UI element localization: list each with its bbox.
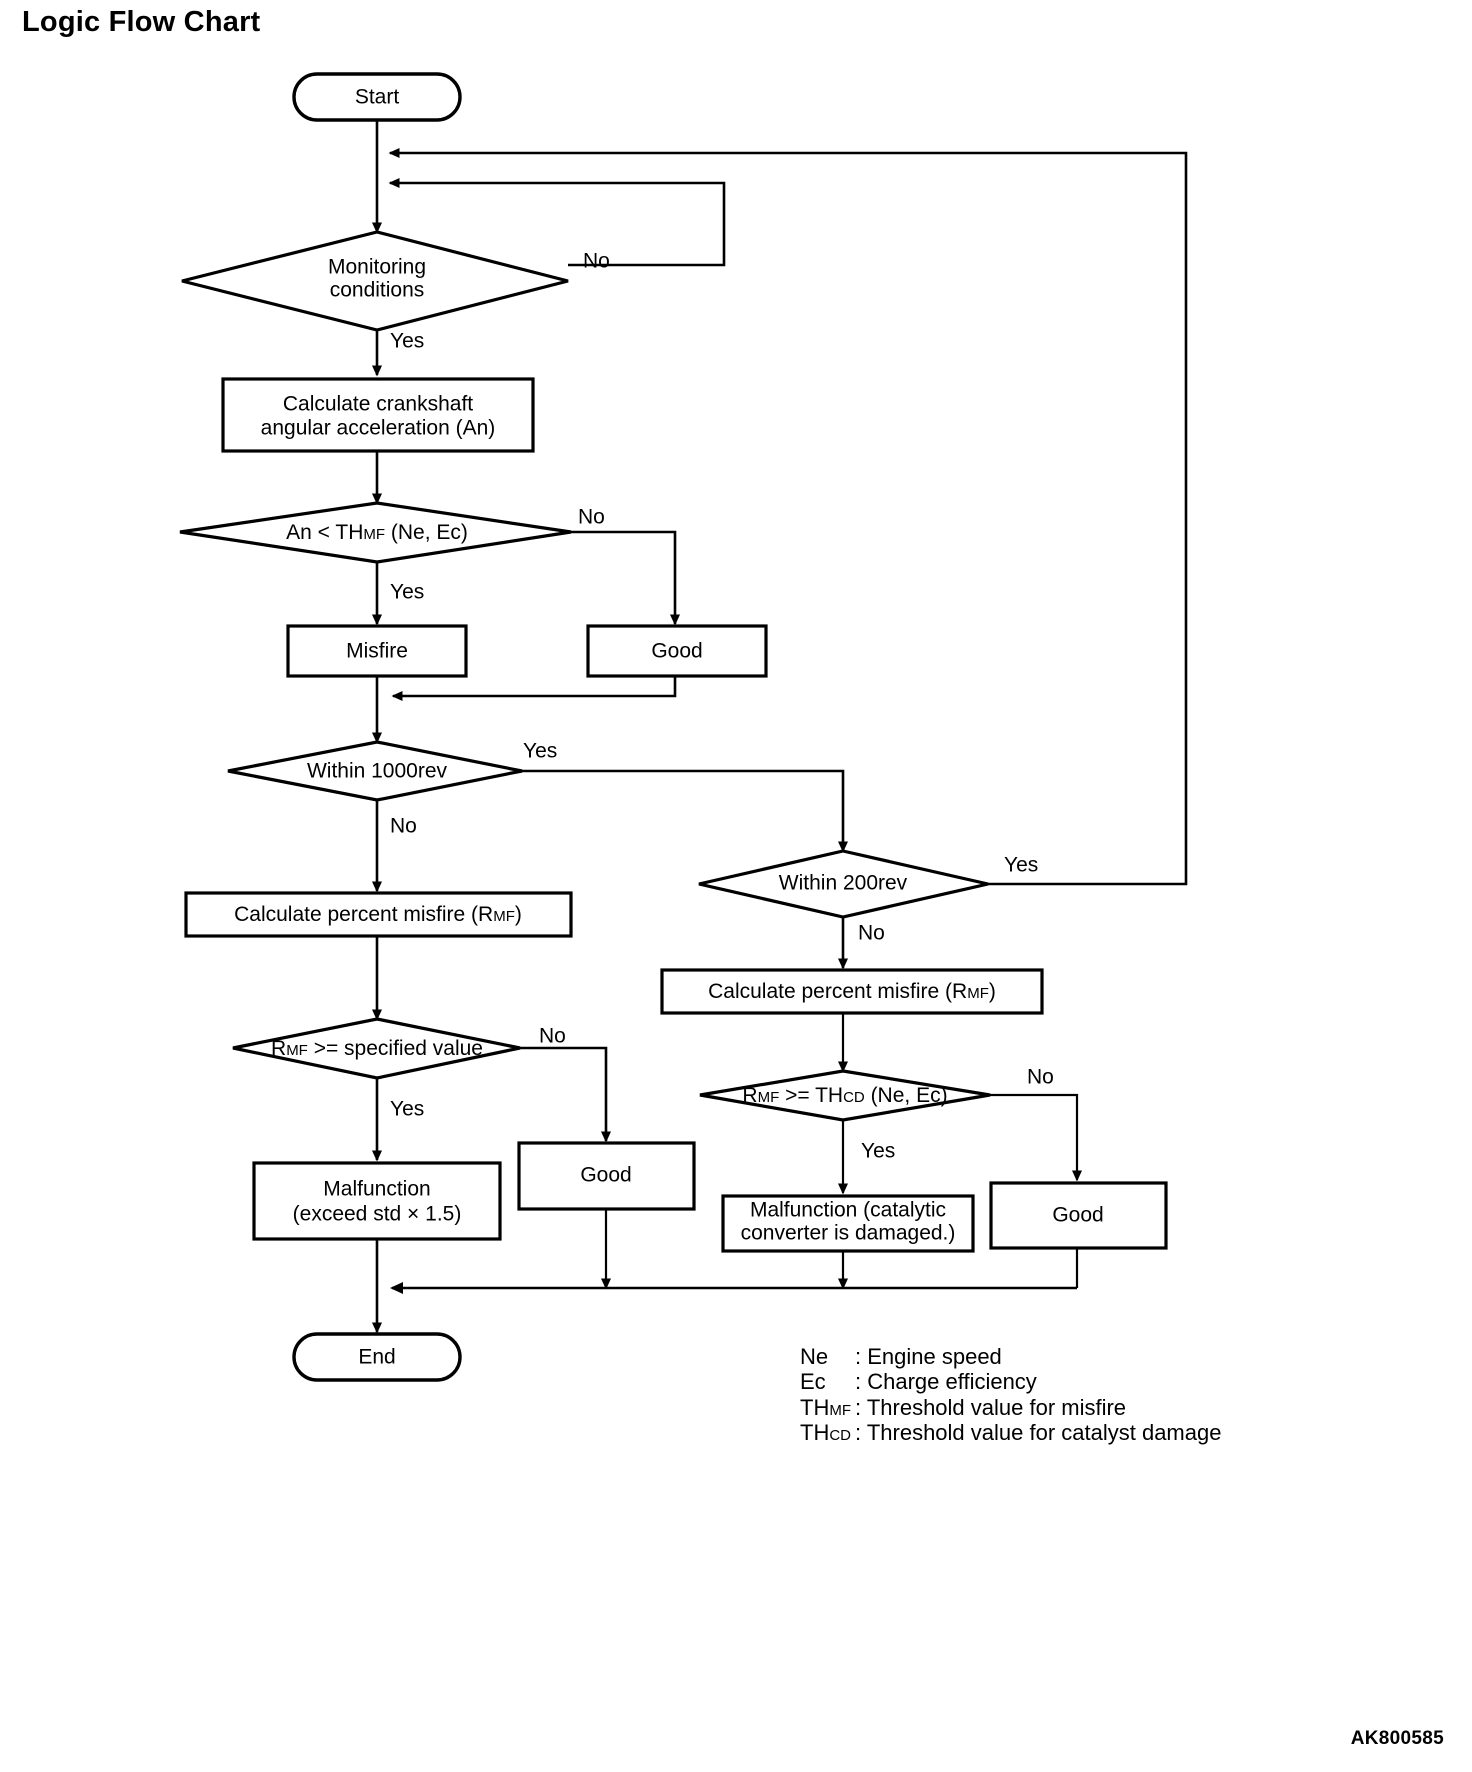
edge-label-within200-no: No: [858, 922, 885, 945]
legend-sep-1: :: [855, 1369, 867, 1394]
node-good-2-label: Good: [580, 1164, 631, 1187]
rmf-thcd-post: (Ne, Ec): [865, 1084, 948, 1107]
node-rmf-ge-thcd[interactable]: [699, 1069, 991, 1122]
edge-within200-yes-return: [388, 148, 1188, 886]
edge-rmfspec-no: [520, 1046, 611, 1143]
rmf-thcd-pre: R: [742, 1084, 757, 1107]
legend-sep-2: :: [855, 1395, 867, 1420]
legend: Ne : Engine speed Ec : Charge efficiency…: [800, 1344, 1221, 1445]
legend-row-3: THCD: [800, 1420, 851, 1445]
node-calc-angular-line2: angular acceleration (An): [261, 417, 496, 440]
edge-label-anth-yes: Yes: [390, 581, 424, 604]
an-th-sub: MF: [363, 526, 385, 543]
rmf-spec-sub: MF: [286, 1042, 308, 1059]
node-an-lt-threshold-label: An < THMF (Ne, Ec): [286, 521, 468, 544]
node-calc-angular-line1: Calculate crankshaft: [283, 393, 473, 416]
node-malfunction-right-line2: converter is damaged.): [741, 1222, 956, 1245]
node-end-label: End: [358, 1346, 395, 1369]
edge-within1000-yes: [522, 769, 848, 853]
calc-pm-right-pre: Calculate percent misfire (R: [708, 980, 967, 1003]
node-good-3-label: Good: [1052, 1204, 1103, 1227]
legend-desc-1: Charge efficiency: [867, 1369, 1037, 1394]
legend-desc-0: Engine speed: [867, 1344, 1002, 1369]
node-malfunction-right-line1: Malfunction (catalytic: [750, 1199, 946, 1222]
node-within-1000rev[interactable]: [227, 740, 523, 802]
node-misfire[interactable]: [286, 624, 468, 678]
node-malfunction-left-line2: (exceed std × 1.5): [293, 1203, 462, 1226]
edge-label-anth-no: No: [578, 506, 605, 529]
node-good-3[interactable]: [989, 1181, 1168, 1250]
node-good-1[interactable]: [586, 624, 768, 678]
edge-label-monitoring-yes: Yes: [390, 330, 424, 353]
node-rmf-ge-specified-value[interactable]: [232, 1017, 521, 1080]
node-calculate-percent-misfire-right[interactable]: [660, 968, 1044, 1015]
node-calc-pm-left-label: Calculate percent misfire (RMF): [234, 903, 522, 926]
edge-label-within1000-yes: Yes: [523, 740, 557, 763]
legend-desc-3: Threshold value for catalyst damage: [867, 1420, 1222, 1445]
calc-pm-left-sub: MF: [493, 908, 515, 925]
node-misfire-label: Misfire: [346, 640, 408, 663]
edge-thcd-no: [990, 1093, 1082, 1182]
legend-sym-0: Ne: [800, 1344, 828, 1369]
legend-sym-1: Ec: [800, 1369, 826, 1394]
node-calculate-percent-misfire-left[interactable]: [184, 891, 573, 938]
edge-good1-merge: [391, 676, 677, 701]
legend-row-1: Ec: [800, 1369, 826, 1394]
page-title: Logic Flow Chart: [22, 6, 261, 38]
edge-label-rmfspec-yes: Yes: [390, 1098, 424, 1121]
node-an-lt-threshold[interactable]: [179, 501, 572, 564]
node-good-1-label: Good: [651, 640, 702, 663]
legend-row-0: Ne: [800, 1344, 828, 1369]
edge-label-thcd-no: No: [1027, 1066, 1054, 1089]
node-within-200rev[interactable]: [698, 849, 989, 919]
node-end[interactable]: [292, 1332, 462, 1382]
node-rmf-ge-thcd-label: RMF >= THCD (Ne, Ec): [742, 1084, 947, 1107]
legend-sub-3: CD: [829, 1427, 851, 1444]
legend-row-2-desc: : Threshold value for misfire: [855, 1395, 1126, 1420]
rmf-thcd-sub2: CD: [843, 1089, 865, 1106]
legend-sym-3: TH: [800, 1420, 829, 1445]
node-malfunction-left-line1: Malfunction: [323, 1178, 430, 1201]
rmf-thcd-sub1: MF: [758, 1089, 780, 1106]
node-monitoring-label-line1: Monitoring: [328, 256, 426, 279]
calc-pm-right-post: ): [989, 980, 996, 1003]
node-start-label: Start: [355, 86, 400, 109]
legend-row-1-desc: : Charge efficiency: [855, 1369, 1037, 1394]
document-code: AK800585: [1350, 1728, 1444, 1749]
edge-label-within1000-no: No: [390, 815, 417, 838]
legend-row-3-desc: : Threshold value for catalyst damage: [855, 1420, 1221, 1445]
node-start[interactable]: [292, 72, 462, 122]
edge-anth-no: [571, 530, 680, 626]
node-monitoring-conditions[interactable]: [181, 230, 569, 332]
rmf-thcd-mid: >= TH: [779, 1084, 843, 1107]
an-th-pre: An < TH: [286, 521, 363, 544]
edge-label-thcd-yes: Yes: [861, 1140, 895, 1163]
legend-sep-0: :: [855, 1344, 867, 1369]
node-malfunction-exceed-std[interactable]: [252, 1161, 502, 1241]
rmf-spec-pre: R: [271, 1037, 286, 1060]
node-malfunction-catalytic[interactable]: [721, 1194, 975, 1253]
legend-row-2: THMF: [800, 1395, 851, 1420]
legend-sep-3: :: [855, 1420, 867, 1445]
edge-label-within200-yes: Yes: [1004, 854, 1038, 877]
edge-label-rmfspec-no: No: [539, 1025, 566, 1048]
legend-sym-2: TH: [800, 1395, 829, 1420]
an-th-post: (Ne, Ec): [385, 521, 468, 544]
node-rmf-ge-specified-value-label: RMF >= specified value: [271, 1037, 483, 1060]
node-good-2[interactable]: [517, 1141, 696, 1211]
node-calc-pm-right-label: Calculate percent misfire (RMF): [708, 980, 996, 1003]
calc-pm-right-sub: MF: [967, 985, 989, 1002]
node-calculate-angular-acceleration[interactable]: [221, 377, 535, 453]
legend-desc-2: Threshold value for misfire: [867, 1395, 1126, 1420]
rmf-spec-post: >= specified value: [308, 1037, 483, 1060]
node-monitoring-label-line2: conditions: [330, 279, 425, 302]
calc-pm-left-pre: Calculate percent misfire (R: [234, 903, 493, 926]
edge-label-monitoring-no: No: [583, 250, 610, 273]
legend-row-0-desc: : Engine speed: [855, 1344, 1002, 1369]
node-within-1000rev-label: Within 1000rev: [307, 760, 448, 783]
legend-sub-2: MF: [829, 1402, 851, 1419]
calc-pm-left-post: ): [515, 903, 522, 926]
node-within-200rev-label: Within 200rev: [779, 872, 908, 895]
edge-monitoring-no-return: [388, 178, 726, 267]
